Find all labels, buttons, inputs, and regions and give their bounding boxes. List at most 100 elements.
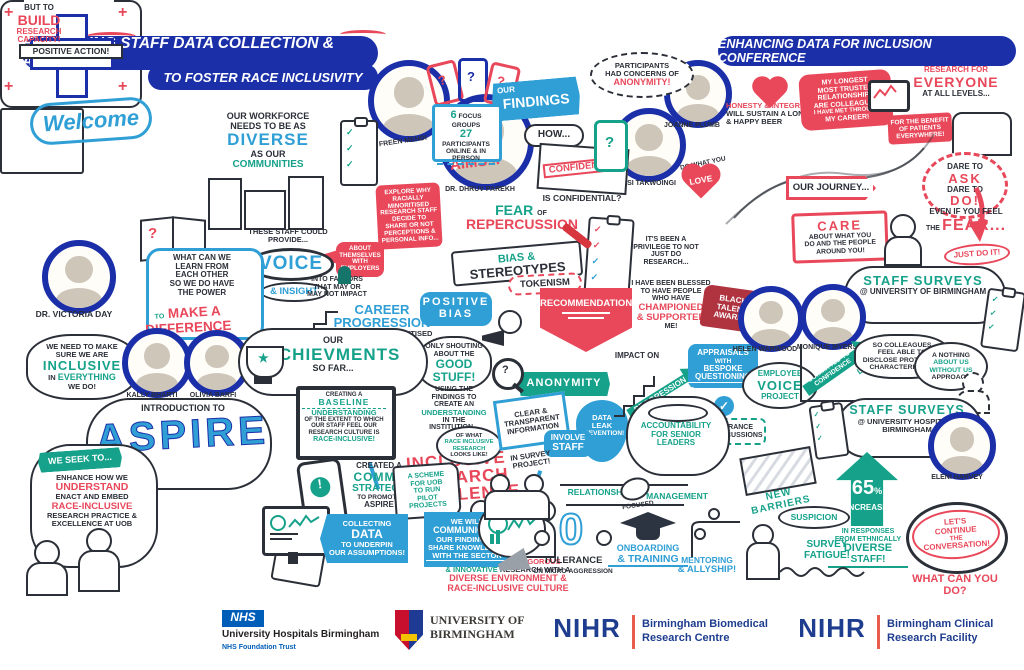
privilege-l2: PRIVILEGE TO NOT <box>633 243 699 251</box>
seek-l1: ENHANCE HOW WE <box>56 473 128 482</box>
ire-s2: RIGOROUS <box>519 557 561 566</box>
monitor-icon <box>262 506 330 556</box>
explore-why-box: EXPLORE WHY RACIALLY MINORITISED RESEARC… <box>375 182 443 251</box>
employers-l3: WITH <box>352 258 368 266</box>
learn-l4: SO WE DO HAVE <box>169 278 235 288</box>
fear-word: FEAR <box>495 202 534 218</box>
career-l1: CAREER <box>354 302 410 317</box>
check-glyph: ✓ <box>816 434 824 443</box>
bcrf-line1: Birmingham Clinical <box>887 618 994 630</box>
disclose-l4: CHARACTERISTICS <box>869 363 935 371</box>
inclusive-l4: WE DO! <box>68 381 96 391</box>
inclusive-l3: IN <box>48 373 56 383</box>
buildings-sketch <box>288 176 324 230</box>
communicate-l2: OUR FINDINGS & <box>435 534 499 544</box>
megaphone-person <box>498 310 522 334</box>
appraisals-l3: BESPOKE <box>703 363 743 373</box>
name-yemisi: YEMISI TAKWOINGI <box>610 180 676 187</box>
cheering-people-sketch <box>952 112 1012 156</box>
dare-l1: DARE TO <box>947 162 983 171</box>
privilege-l1: IT'S BEEN A <box>645 236 687 243</box>
zero-person <box>596 530 612 546</box>
privilege-l3: JUST DO <box>650 251 682 259</box>
surveys-uhb-at2: BIRMINGHAM <box>882 424 932 434</box>
nhs-sub-name: NHS Foundation Trust <box>222 644 296 651</box>
wave-lines <box>779 567 865 577</box>
meeting-table-sketch <box>648 404 708 422</box>
monitor-stand <box>288 552 298 564</box>
workforce-diverse: DIVERSE <box>227 130 309 150</box>
surveys-uhb-at1: @ UNIVERSITY HOSPITALS <box>857 416 957 426</box>
surveys-uhb-title: STAFF SURVEYS <box>849 403 965 417</box>
comms-strategy-note: CREATED A COMMS STRATEGY TO PROMOTE ASPI… <box>340 461 418 510</box>
impact-on-label: IMPACT ON <box>614 351 660 360</box>
pos-bias-l1: POSITIVE <box>422 296 490 308</box>
portrait-freen-mehdi <box>368 60 450 142</box>
red-scribble <box>86 32 136 41</box>
capacity-text: RESEARCH CAPACITY! <box>16 26 62 45</box>
today-label: TODAY IS ABOUT <box>24 0 114 3</box>
withoutus-word: WITHOUT US <box>929 366 973 374</box>
findings-our: OUR <box>496 84 516 96</box>
to-word: TO <box>154 313 165 321</box>
chat-people-sketch <box>86 528 112 554</box>
question-card: ? <box>458 58 488 102</box>
relationship-word: RELATIONSHIP <box>567 487 631 497</box>
shouting-l2: ABOUT THE <box>433 350 475 358</box>
explore-l8: PERSONAL INFO... <box>381 234 439 245</box>
ask-word: ASK <box>948 170 982 186</box>
disclose-l1: SO COLLEAGUES <box>872 342 932 349</box>
everyone-l1: RESEARCH FOR <box>923 65 988 74</box>
uob-wordmark: UNIVERSITY OF BIRMINGHAM <box>430 613 536 642</box>
name-olivia: OLIVIA BARFI <box>189 392 237 399</box>
plus-glyph: + <box>118 4 128 21</box>
plus-icon: + <box>4 78 13 95</box>
baseline-l4: RESEARCH CULTURE IS <box>308 429 380 436</box>
using-l1: USING THE <box>434 386 474 393</box>
stuff-word: STUFF! <box>432 370 476 385</box>
positive-action-box: TODAY IS ABOUT + + + + POSITIVE ACTION! <box>0 0 142 108</box>
anonymity-concern-bubble: PARTICIPANTS HAD CONCERNS OF ANONYMITY! <box>590 52 694 98</box>
positive-action-text: POSITIVE ACTION! <box>32 46 110 56</box>
surveys-uhb-note: STAFF SURVEYS @ UNIVERSITY HOSPITALS BIR… <box>842 403 972 434</box>
career-progression-title: CAREER PROGRESSION <box>330 303 434 329</box>
achievements-our: OUR <box>323 335 343 345</box>
seek-l3: RESEARCH PRACTICE & <box>46 510 137 520</box>
learn-bubble <box>146 248 264 340</box>
check-glyph: ✓ <box>718 399 730 413</box>
name-victoria: DR. VICTORIA DAY <box>35 309 113 319</box>
exclamation-glyph: ! <box>309 475 332 499</box>
recommendations-text: RECOMMENDATIONS <box>540 298 639 309</box>
comms-l1: CREATED A <box>356 461 402 470</box>
fear-big-word: FEAR... <box>942 216 1007 234</box>
tolerance-label: TOLERANCE <box>543 555 603 566</box>
focused-label: FOCUSED <box>621 499 655 512</box>
findings-ribbon: OUR FINDINGS <box>491 76 582 122</box>
uob-crest-icon <box>395 610 423 650</box>
surveys-uob-title: STAFF SURVEYS <box>863 273 983 288</box>
red-scribble <box>340 30 386 39</box>
nihr-wordmark: NIHR <box>553 613 621 643</box>
aboutus-word: ABOUT US <box>933 359 969 367</box>
name-joanne: JOANNE PLUMB <box>663 122 720 129</box>
concerns-l2: HAD CONCERNS OF <box>605 69 679 79</box>
honesty-l1: WILL SUSTAIN A LONG <box>726 109 810 119</box>
name-monique: MONIQUE MYERS <box>796 344 858 351</box>
everyone-l2: AT ALL LEVELS... <box>922 88 990 98</box>
baseline-word: BASELINE <box>302 398 386 409</box>
disclose-l3: DISCLOSE PROTECTED <box>862 356 942 364</box>
involve-staff-bubble: INVOLVE STAFF <box>544 430 592 458</box>
suspicion-cloud: SUSPICION <box>778 506 850 530</box>
race-inclusive-note: RACE-INCLUSIVE! <box>313 436 375 444</box>
chart-axis <box>800 400 874 402</box>
nihr-divider <box>632 615 635 649</box>
nihr-wordmark: NIHR <box>798 613 866 643</box>
participants-count: 27 <box>459 127 473 140</box>
welcome-bubble: Welcome <box>28 95 154 146</box>
diverse-word: DIVERSE <box>843 542 893 555</box>
accountability-note: ACCOUNTABILITY FOR SENIOR LEADERS <box>632 421 720 448</box>
everything-word: EVERYTHING <box>57 372 116 383</box>
nihr-divider <box>877 615 880 649</box>
name-kally: KALLY BHARTI <box>126 392 178 399</box>
